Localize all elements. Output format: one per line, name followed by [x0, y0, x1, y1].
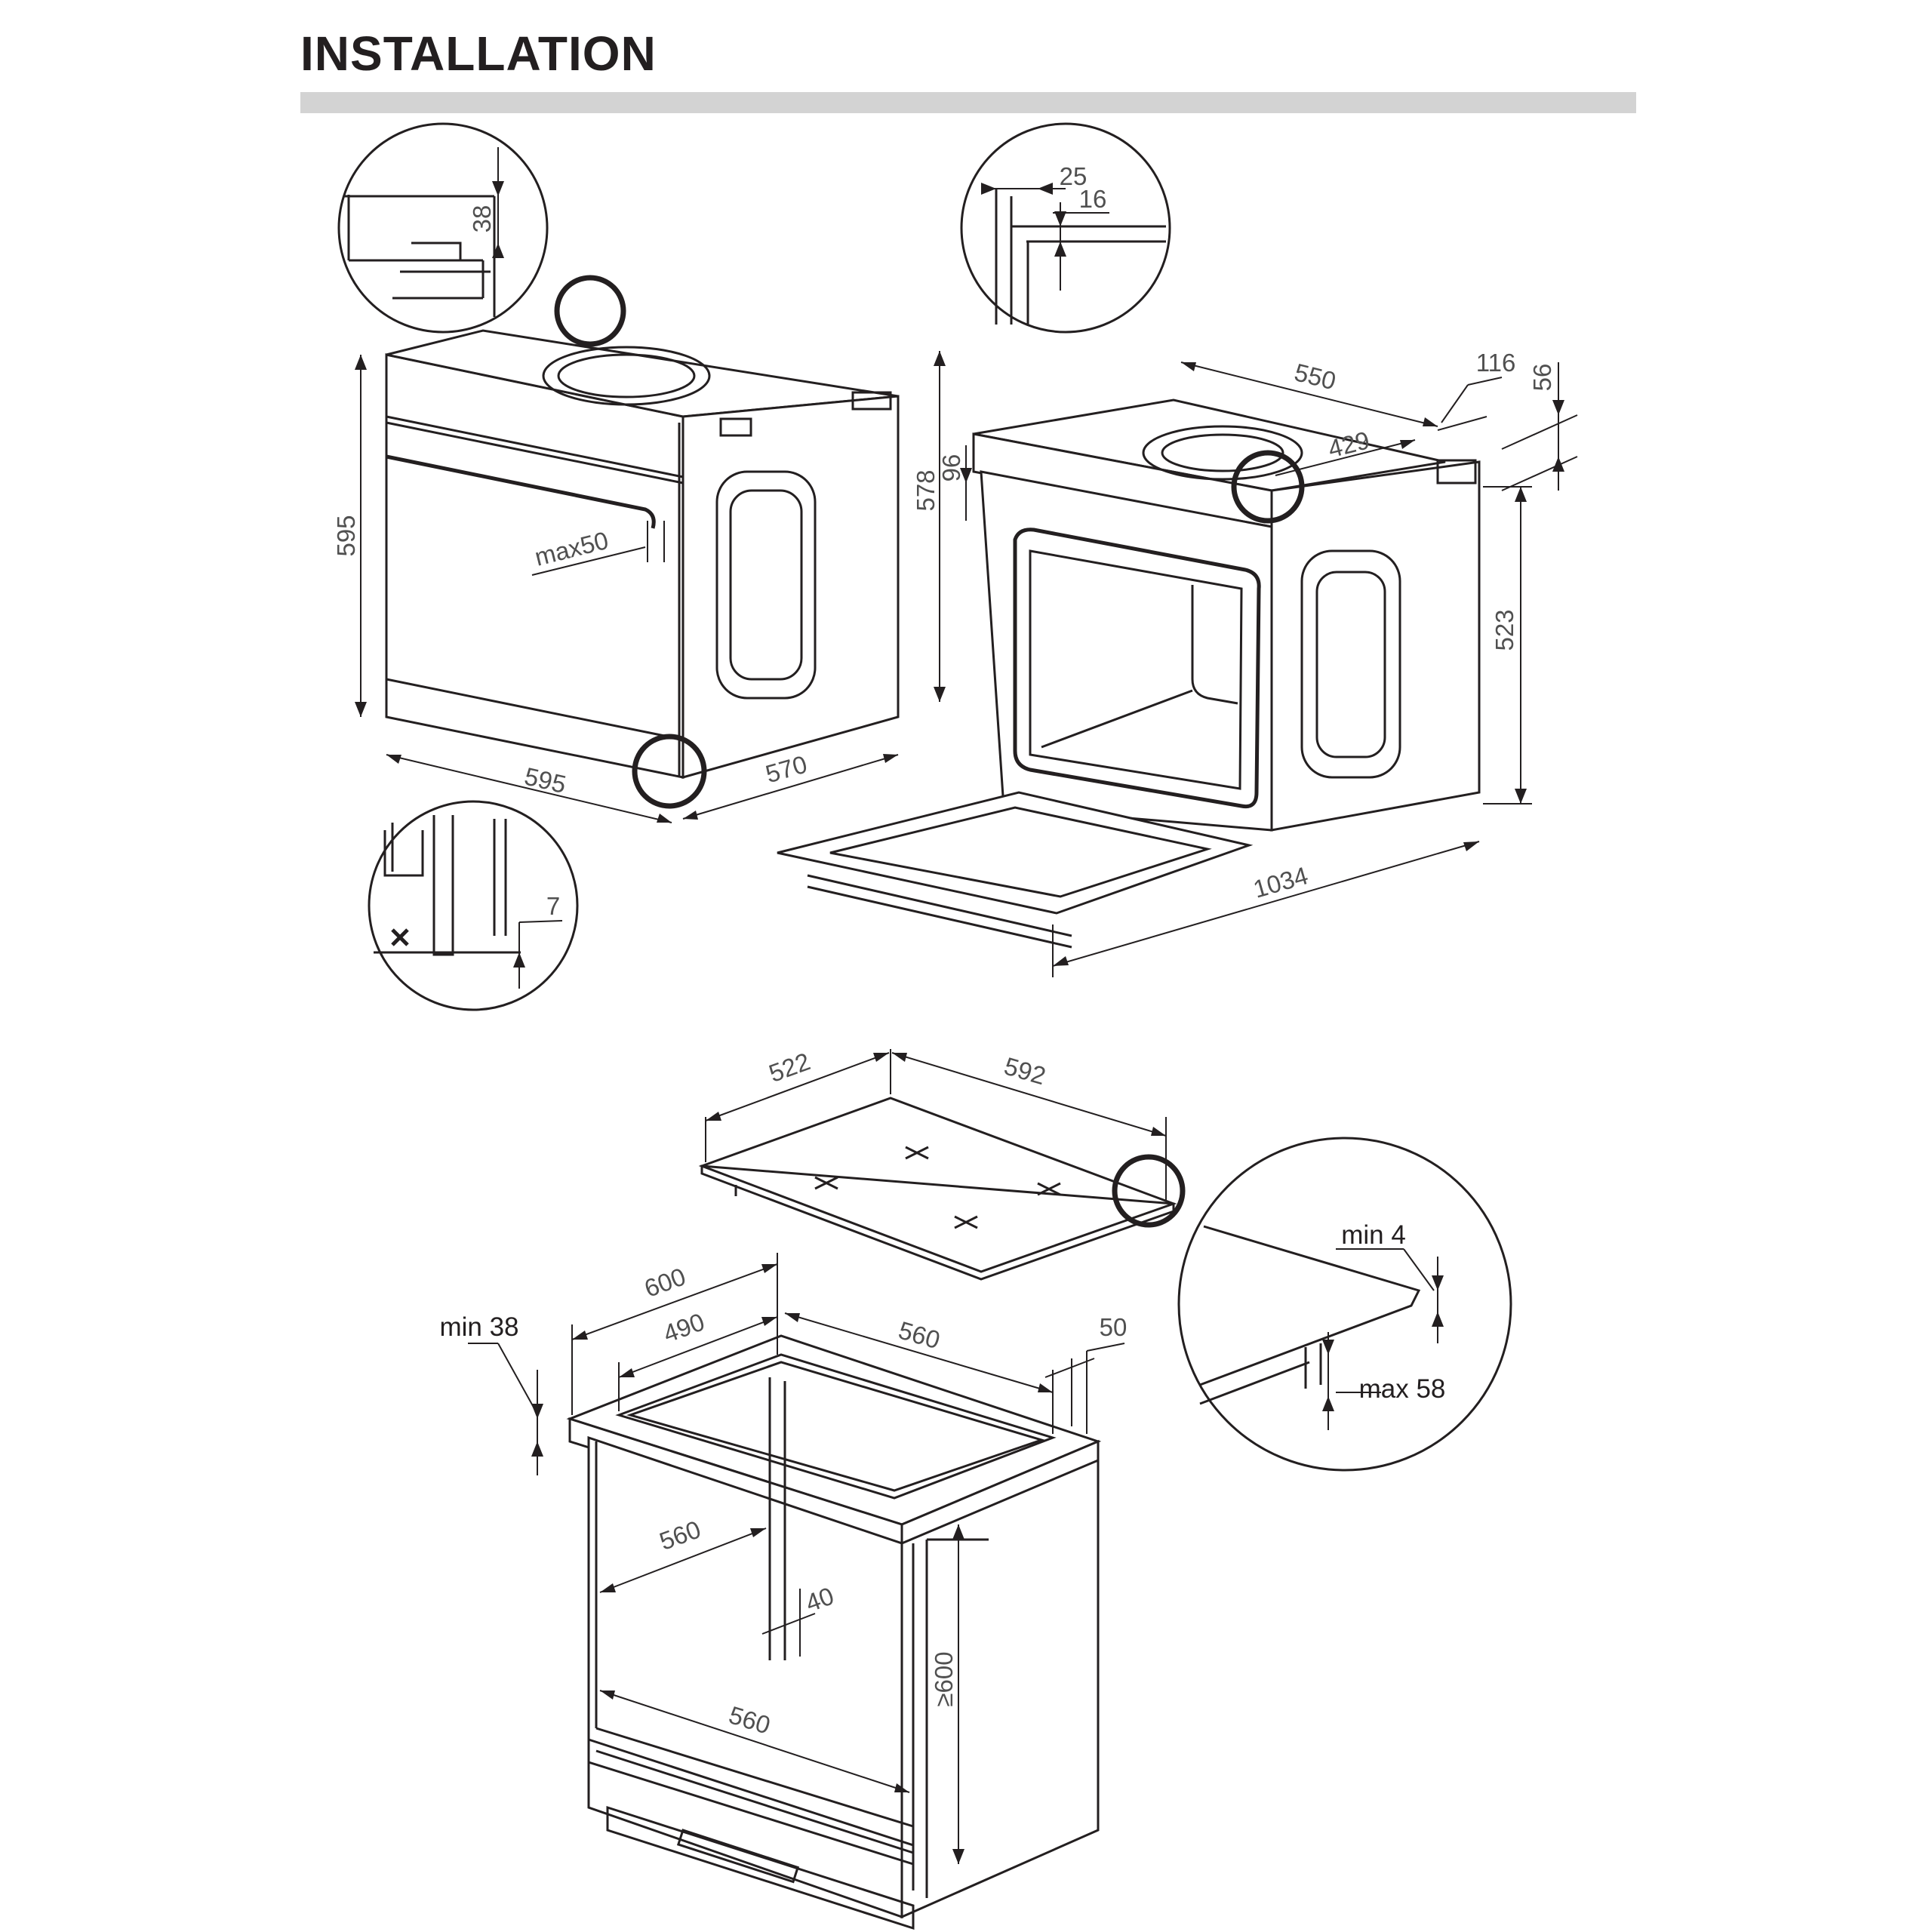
- title-rule: [300, 92, 1636, 113]
- oven-open-depth-label: 1034: [1250, 861, 1311, 903]
- worktop-depth-label: 600: [641, 1262, 689, 1303]
- oven-width-label: 595: [522, 762, 569, 798]
- rear-gap-label: 50: [1100, 1313, 1128, 1341]
- cabinet-drawing: min 38 600 490 560 50: [439, 1253, 1128, 1930]
- oven-open-height-label: 523: [1491, 609, 1518, 651]
- min-gap-label: min 4: [1341, 1220, 1406, 1250]
- detail-top-right-label-a: 25: [1060, 162, 1088, 190]
- detail-top-left: 38: [337, 122, 549, 334]
- cutout-depth-label: 490: [660, 1307, 708, 1348]
- hob-width-label: 592: [1001, 1052, 1049, 1091]
- hob-depth-label: 522: [765, 1047, 814, 1088]
- oven-open-drawing: 550 116 56 429 96: [777, 349, 1578, 977]
- detail-bottom-left: 7: [368, 800, 579, 1011]
- niche-height-label: ≥600: [930, 1651, 958, 1706]
- detail-bottom-left-label: 7: [546, 892, 560, 920]
- detail-hob: min 4 max 58: [1177, 1137, 1512, 1472]
- page-title: INSTALLATION: [300, 26, 657, 81]
- hob-drawing: 522 592: [698, 1047, 1186, 1281]
- max-gap-label: max 58: [1359, 1374, 1446, 1404]
- worktop-thickness-label: min 38: [439, 1312, 518, 1342]
- oven-rear-height-label: 56: [1528, 364, 1556, 392]
- detail-top-right-label-b: 16: [1079, 185, 1107, 213]
- oven-top-depth-label: 550: [1292, 358, 1339, 395]
- oven-panel-label: 96: [937, 454, 965, 482]
- detail-top-left-label: 38: [468, 205, 496, 233]
- oven-depth-label: 578: [912, 469, 940, 511]
- detail-top-right: 25 16: [960, 122, 1171, 334]
- oven-height-label: 595: [332, 515, 360, 556]
- oven-front-drawing: 595 578 595 570 max50: [332, 275, 946, 823]
- oven-rear-label: 116: [1476, 349, 1516, 377]
